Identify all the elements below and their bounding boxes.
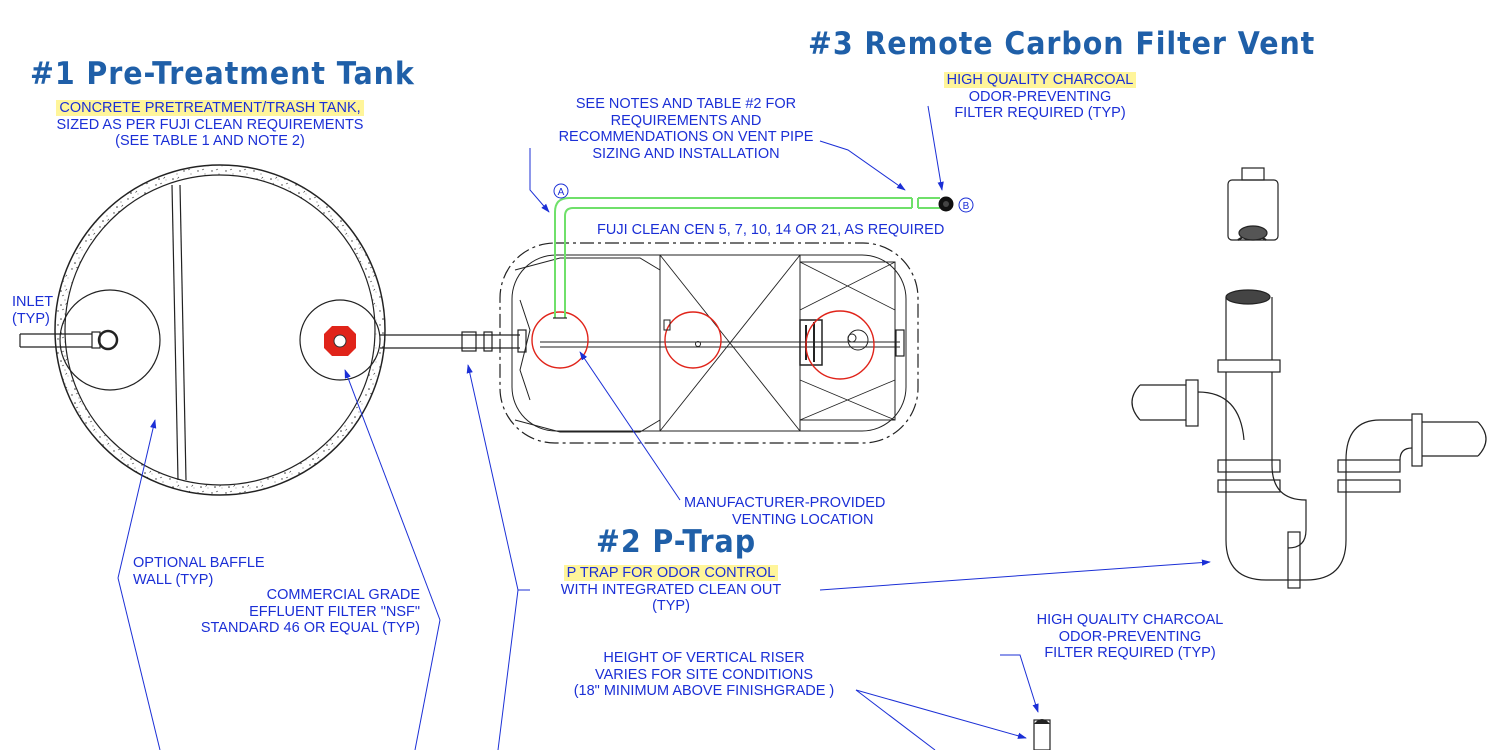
point-marker-b: B <box>958 197 974 213</box>
riser-carbon-filter <box>1033 719 1051 750</box>
p-trap-note: P TRAP FOR ODOR CONTROL WITH INTEGRATED … <box>560 565 782 614</box>
inlet-note: INLET (TYP) <box>12 294 54 327</box>
pretreatment-tank <box>19 164 527 496</box>
vent-pipe <box>553 196 954 319</box>
charcoal-filter-note-bottom: HIGH QUALITY CHARCOAL ODOR-PREVENTING FI… <box>1036 612 1224 661</box>
vent-location-circle <box>531 311 589 369</box>
charcoal-filter-note-top: HIGH QUALITY CHARCOAL ODOR-PREVENTING FI… <box>920 72 1160 122</box>
svg-text:B: B <box>963 201 970 212</box>
fuji-clean-note: FUJI CLEAN CEN 5, 7, 10, 14 OR 21, AS RE… <box>597 222 945 238</box>
carbon-filter-vent-title: #3 Remote Carbon Filter Vent <box>808 26 1316 62</box>
inlet-riser <box>59 289 161 391</box>
fuji-clean-unit <box>499 242 919 444</box>
baffle-wall-note: OPTIONAL BAFFLE WALL (TYP) <box>133 555 265 588</box>
manufacturer-vent-note: MANUFACTURER-PROVIDED VENTING LOCATION <box>684 495 886 528</box>
effluent-filter-note: COMMERCIAL GRADE EFFLUENT FILTER "NSF" S… <box>200 587 420 636</box>
vent-pipe-note: SEE NOTES AND TABLE #2 FOR REQUIREMENTS … <box>558 96 814 162</box>
pretreatment-tank-note: CONCRETE PRETREATMENT/TRASH TANK, SIZED … <box>56 100 364 149</box>
pretreatment-tank-title: #1 Pre-Treatment Tank <box>30 56 415 92</box>
baffle-wall <box>171 184 179 481</box>
riser-height-note: HEIGHT OF VERTICAL RISER VARIES FOR SITE… <box>573 650 835 699</box>
p-trap-title: #2 P-Trap <box>596 524 757 560</box>
svg-text:A: A <box>558 187 565 198</box>
outlet-riser <box>299 299 381 381</box>
leader-lines <box>117 105 1211 750</box>
p-trap-assembly <box>1131 167 1487 589</box>
point-marker-a: A <box>553 183 569 199</box>
